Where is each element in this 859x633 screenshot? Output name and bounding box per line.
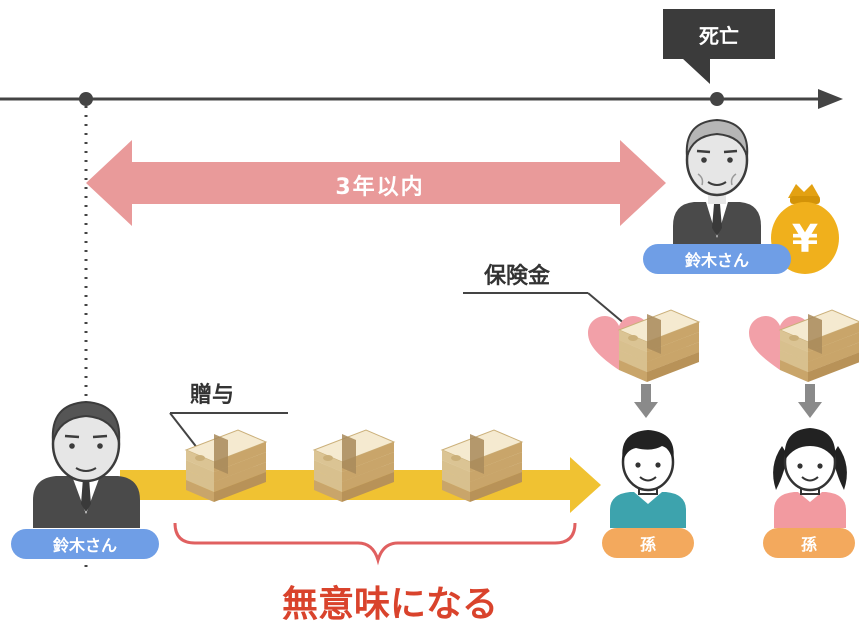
yen-symbol: ¥ [792,217,818,261]
result-label: 無意味になる [281,584,498,625]
death-point-marker [710,92,724,106]
timeline-arrowhead [818,89,843,109]
death-callout-tail [682,58,710,84]
death-label: 死亡 [663,9,775,59]
grandfather-name-badge: 鈴木さん [643,244,791,274]
grandson-name-badge: 孫 [602,528,694,558]
gift-point-marker [79,92,93,106]
grandfather-icon [33,400,140,528]
insurance-label: 保険金 [484,264,551,289]
money-bag-icon: ¥ [771,184,839,274]
brace [173,522,577,566]
grandfather-icon [673,118,761,250]
three-year-double-arrow [86,140,666,226]
granddaughter-icon [773,428,847,528]
granddaughter-name-badge: 孫 [763,528,855,558]
grandson-icon [610,430,686,528]
grandfather-name-badge: 鈴木さん [11,529,159,559]
down-arrow-icon [798,384,822,418]
three-year-label: 3年以内 [335,175,425,200]
timeline [0,58,843,570]
down-arrow-icon [634,384,658,418]
gift-label: 贈与 [190,383,235,408]
